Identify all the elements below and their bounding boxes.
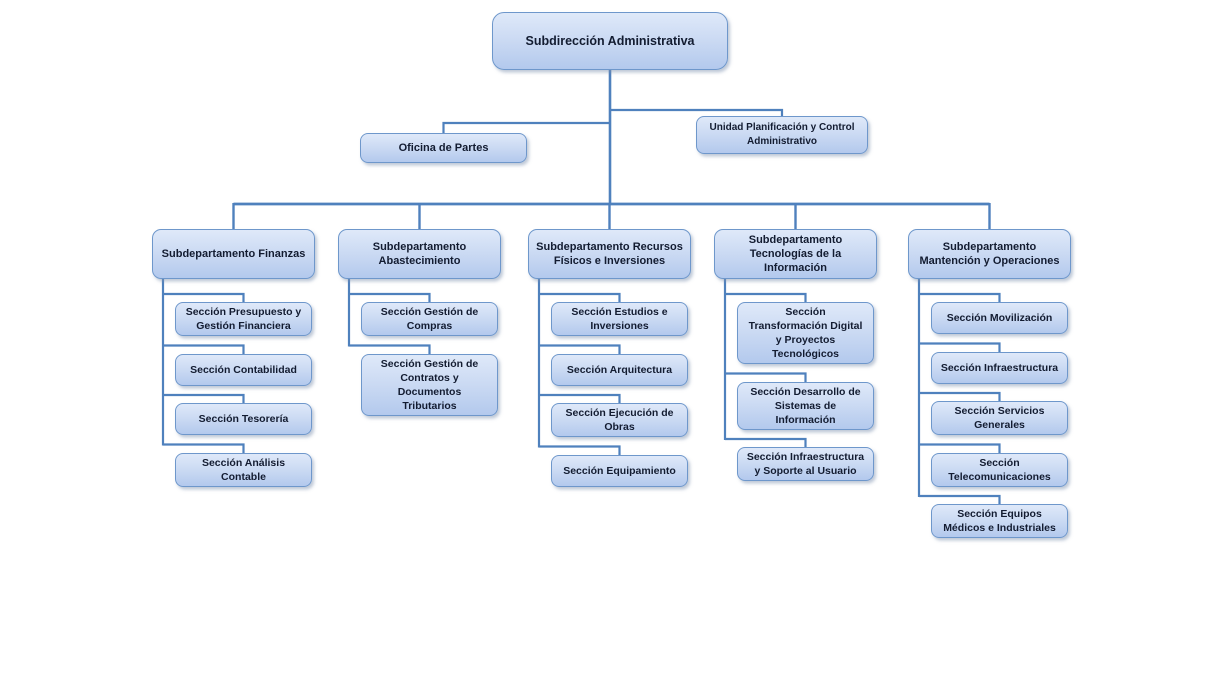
org-connector: [725, 292, 807, 304]
org-connector: [539, 393, 621, 405]
org-node-seccion-gestion-de-contratos-y-documentos-tribut: Sección Gestión de Contratos y Documento…: [361, 353, 498, 416]
org-connector: [163, 344, 245, 356]
org-node-subdireccion-administrativa: Subdirección Administrativa: [492, 12, 728, 70]
org-node-seccion-equipamiento: Sección Equipamiento: [551, 454, 688, 487]
org-node-subdepartamento-abastecimiento: Subdepartamento Abastecimiento: [338, 229, 501, 279]
org-node-seccion-servicios-generales: Sección Servicios Generales: [931, 401, 1068, 435]
org-node-seccion-desarrollo-de-sistemas-de-informacion: Sección Desarrollo de Sistemas de Inform…: [737, 381, 874, 430]
org-connector: [163, 443, 245, 455]
org-node-seccion-presupuesto-y-gestion-financiera: Sección Presupuesto y Gestión Financiera: [175, 302, 312, 336]
org-node-subdepartamento-tecnologias-de-la-informacion: Subdepartamento Tecnologías de la Inform…: [714, 229, 877, 279]
org-connector: [725, 372, 807, 384]
org-node-seccion-tesoreria: Sección Tesorería: [175, 403, 312, 435]
org-connector: [163, 393, 245, 405]
org-connector: [610, 108, 784, 116]
org-node-seccion-arquitectura: Sección Arquitectura: [551, 353, 688, 386]
org-node-subdepartamento-finanzas: Subdepartamento Finanzas: [152, 229, 315, 279]
org-node-seccion-telecomunicaciones: Sección Telecomunicaciones: [931, 452, 1068, 487]
org-connector: [539, 292, 621, 304]
org-connector: [919, 391, 1001, 403]
org-connector: [349, 292, 431, 304]
org-node-oficina-de-partes: Oficina de Partes: [360, 133, 527, 163]
org-connector: [919, 292, 1001, 304]
org-node-seccion-ejecucion-de-obras: Sección Ejecución de Obras: [551, 403, 688, 437]
org-connector: [919, 494, 1001, 506]
org-connector: [919, 342, 1001, 354]
org-connector: [442, 121, 610, 133]
org-node-subdepartamento-recursos-fisicos-e-inversiones: Subdepartamento Recursos Físicos e Inver…: [528, 229, 691, 279]
org-connector: [349, 344, 431, 356]
org-node-seccion-transformacion-digital-y-proyectos-tecno: Sección Transformación Digital y Proyect…: [737, 302, 874, 364]
org-connector: [725, 437, 807, 449]
org-node-unidad-planificacion-y-control-administrativo: Unidad Planificación y Control Administr…: [696, 116, 868, 154]
org-node-seccion-analisis-contable: Sección Análisis Contable: [175, 452, 312, 487]
org-connector: [539, 344, 621, 356]
org-node-seccion-estudios-e-inversiones: Sección Estudios e Inversiones: [551, 302, 688, 336]
org-node-subdepartamento-mantencion-y-operaciones: Subdepartamento Mantención y Operaciones: [908, 229, 1071, 279]
org-node-seccion-infraestructura-y-soporte-al-usuario: Sección Infraestructura y Soporte al Usu…: [737, 447, 874, 481]
org-connector: [163, 292, 245, 304]
org-node-seccion-contabilidad: Sección Contabilidad: [175, 353, 312, 386]
org-node-seccion-infraestructura: Sección Infraestructura: [931, 351, 1068, 384]
org-node-seccion-equipos-medicos-e-industriales: Sección Equipos Médicos e Industriales: [931, 504, 1068, 538]
org-connector: [539, 445, 621, 457]
org-node-seccion-gestion-de-compras: Sección Gestión de Compras: [361, 302, 498, 336]
org-connector: [919, 443, 1001, 455]
org-node-seccion-movilizacion: Sección Movilización: [931, 302, 1068, 334]
